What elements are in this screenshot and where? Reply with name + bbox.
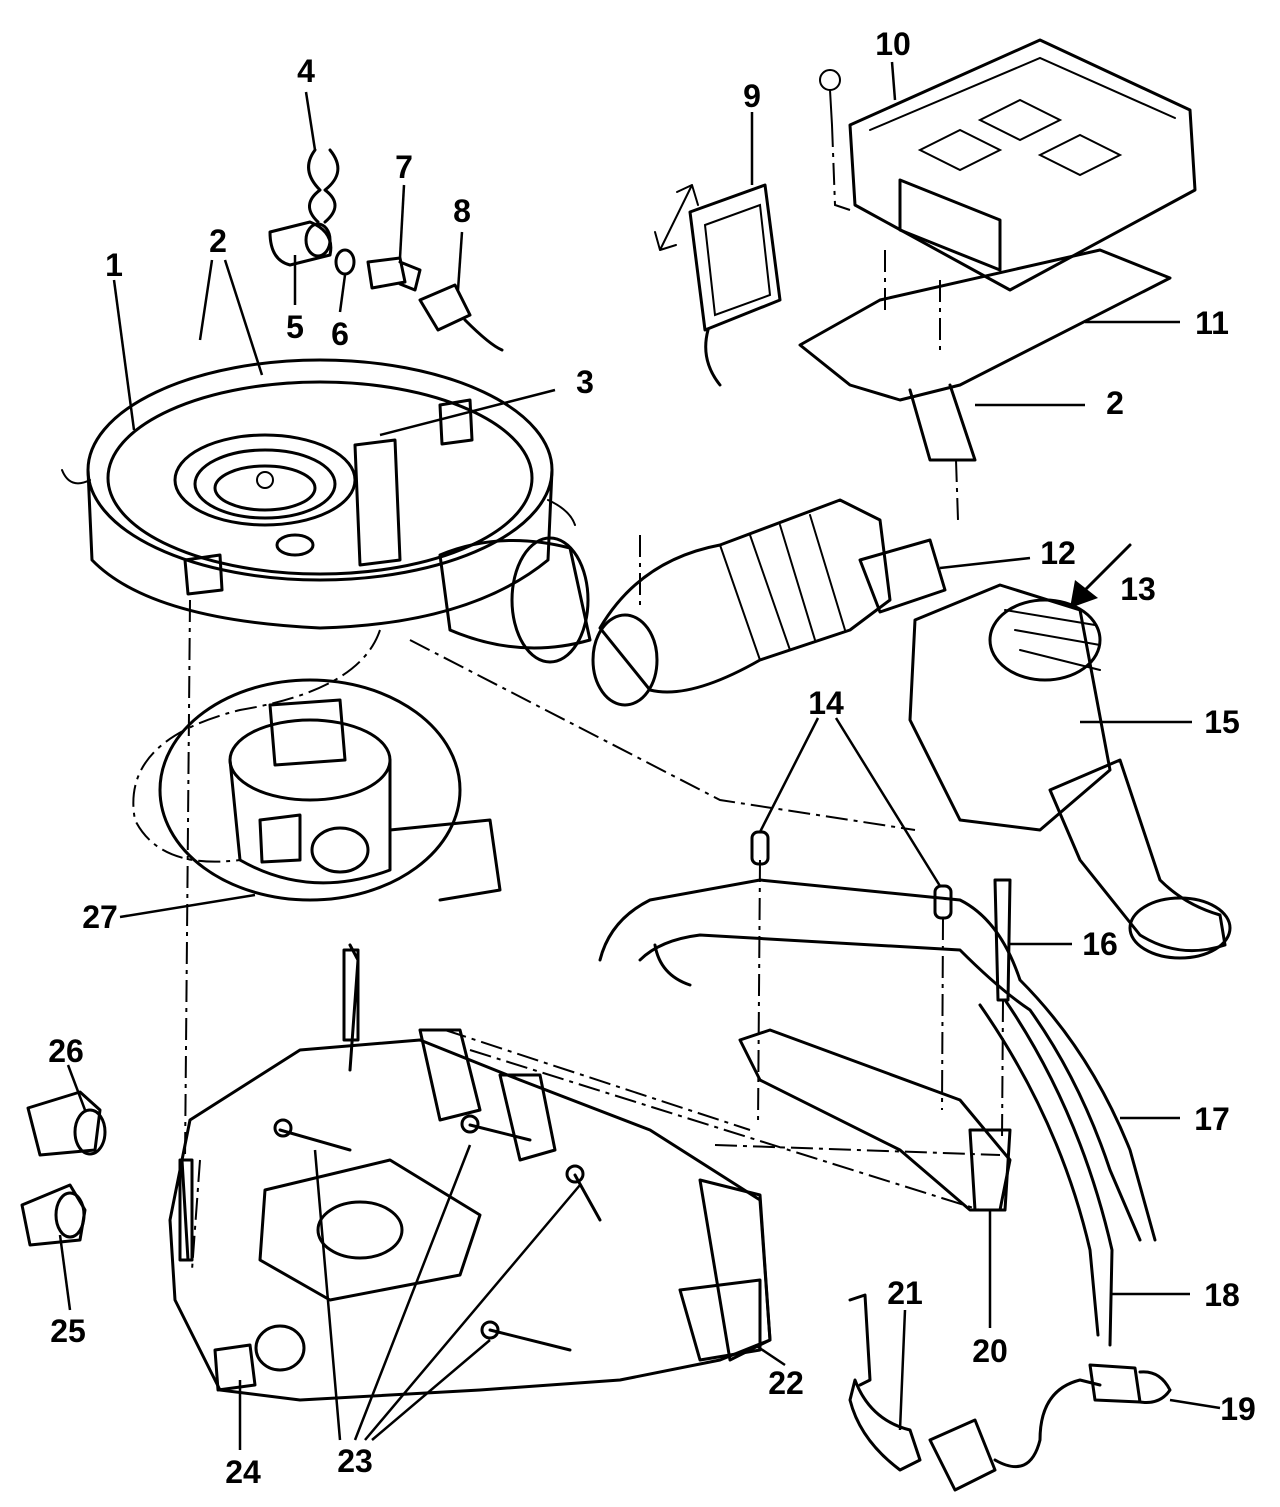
arrow-13 bbox=[1070, 543, 1132, 608]
pins-14 bbox=[750, 830, 953, 920]
clamp-12 bbox=[858, 538, 947, 614]
callout-17: 17 bbox=[1194, 1101, 1230, 1137]
air-cleaner-housing bbox=[61, 358, 592, 664]
callout-2b: 2 bbox=[1106, 385, 1124, 421]
callout-27: 27 bbox=[82, 899, 118, 935]
air-flow-meter-15 bbox=[908, 583, 1232, 960]
callout-6: 6 bbox=[331, 316, 349, 352]
callout-11: 11 bbox=[1195, 305, 1229, 341]
callout-24: 24 bbox=[225, 1454, 261, 1490]
connector-25 bbox=[20, 1183, 87, 1247]
callout-23: 23 bbox=[337, 1443, 373, 1479]
bolts-23 bbox=[273, 1114, 602, 1352]
throttle-body-27 bbox=[158, 678, 502, 902]
intake-manifold-22 bbox=[168, 943, 772, 1402]
callout-4: 4 bbox=[297, 53, 315, 89]
callout-8: 8 bbox=[453, 193, 471, 229]
vacuum-hose-17 bbox=[598, 878, 1157, 1242]
connector-26 bbox=[26, 1090, 107, 1157]
callout-12: 12 bbox=[1040, 535, 1076, 571]
sensor-7 bbox=[366, 256, 422, 292]
connector-8 bbox=[418, 283, 504, 352]
callout-25: 25 bbox=[50, 1313, 86, 1349]
callout-1: 1 bbox=[105, 247, 123, 283]
stud-bolt-16 bbox=[993, 878, 1012, 1002]
callout-26: 26 bbox=[48, 1033, 84, 1069]
o-ring-6 bbox=[334, 248, 356, 276]
callout-10: 10 bbox=[875, 26, 911, 62]
callout-14: 14 bbox=[808, 685, 844, 721]
bracket-20 bbox=[738, 1028, 1012, 1212]
relay-9 bbox=[654, 183, 782, 387]
intake-hose bbox=[591, 498, 892, 707]
idle-valve-24 bbox=[213, 1343, 257, 1392]
callout-9: 9 bbox=[743, 78, 761, 114]
control-unit-10 bbox=[819, 38, 1197, 292]
clip-4 bbox=[307, 148, 340, 224]
sleeve-5 bbox=[268, 220, 333, 267]
callout-22: 22 bbox=[768, 1365, 804, 1401]
vacuum-hose-18 bbox=[978, 998, 1114, 1347]
assembly-lines bbox=[132, 124, 1004, 1271]
callout-3: 3 bbox=[576, 364, 594, 400]
callout-15: 15 bbox=[1204, 704, 1240, 740]
callout-7: 7 bbox=[395, 149, 413, 185]
callout-20: 20 bbox=[972, 1333, 1008, 1369]
callout-18: 18 bbox=[1204, 1277, 1240, 1313]
callout-2: 2 bbox=[209, 223, 227, 259]
callout-5: 5 bbox=[286, 309, 304, 345]
leader-lines bbox=[58, 61, 1221, 1450]
callout-19: 19 bbox=[1220, 1391, 1256, 1427]
callout-13: 13 bbox=[1120, 571, 1156, 607]
callout-21: 21 bbox=[887, 1275, 923, 1311]
temperature-sensor-21 bbox=[848, 1293, 922, 1472]
connector-wire-19 bbox=[928, 1363, 1172, 1492]
mounting-bracket-11 bbox=[798, 248, 1172, 462]
callout-labels: 1 2 3 4 5 6 7 8 9 10 11 2 12 13 14 15 16… bbox=[48, 26, 1256, 1490]
callout-16: 16 bbox=[1082, 926, 1118, 962]
